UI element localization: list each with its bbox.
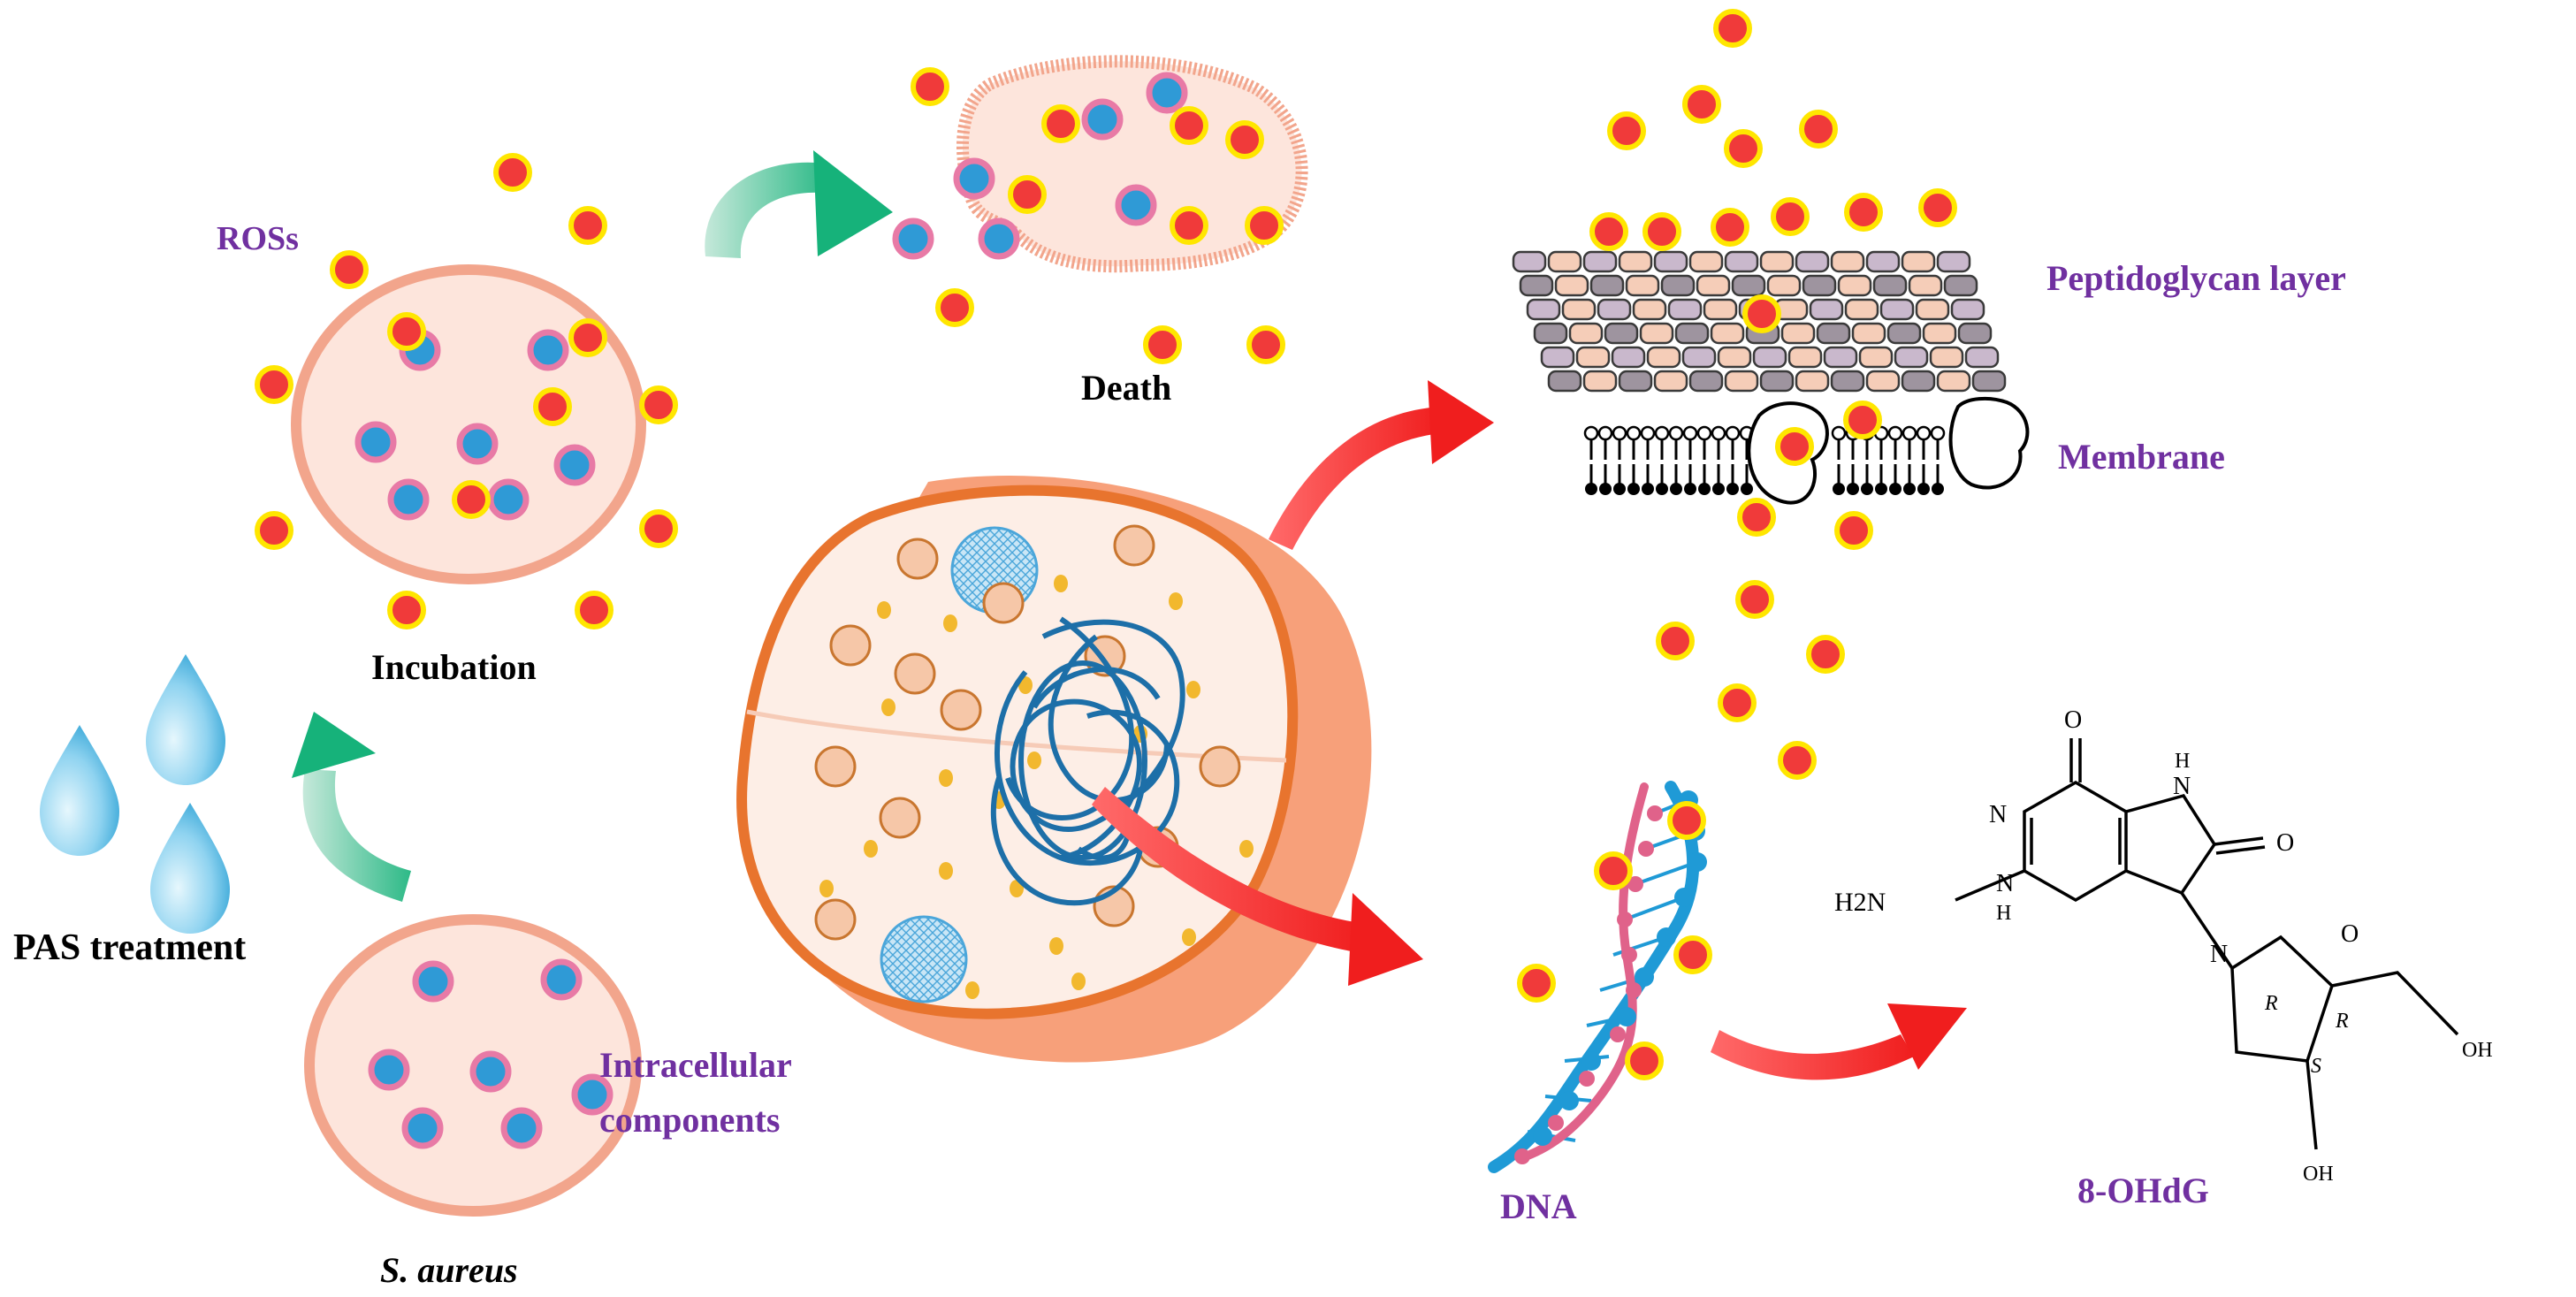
svg-text:N: N: [1996, 870, 2014, 897]
svg-text:H: H: [1996, 902, 2011, 925]
svg-text:N: N: [2210, 941, 2228, 968]
svg-text:OH: OH: [2462, 1039, 2493, 1062]
dna-helix: [1488, 781, 1707, 1173]
label-peptidoglycan: Peptidoglycan layer: [2046, 258, 2346, 298]
red-arrow-to-dna: [1092, 787, 1423, 986]
8-ohdg-structure: [1955, 738, 2459, 1150]
red-arrow-to-8ohdg: [1711, 1003, 1967, 1080]
label-pas-treatment: PAS treatment: [13, 927, 246, 968]
svg-text:S: S: [2311, 1055, 2321, 1078]
ros-particles-membrane: [1589, 9, 1957, 780]
svg-text:O: O: [2064, 706, 2082, 734]
8-ohdg-atom-labels: O N N H H2N N H O N O R R S OH OH: [1834, 706, 2493, 1186]
label-intracellular: Intracellular: [599, 1045, 792, 1085]
dead-cell-components: [892, 72, 1188, 260]
water-drop-icon: [40, 654, 230, 934]
ros-particles-death: [911, 67, 1285, 364]
label-s-aureus: S. aureus: [380, 1250, 518, 1290]
s-aureus-components: [368, 958, 614, 1149]
ros-particles-dna: [1517, 801, 1712, 1080]
large-cell: [736, 476, 1372, 1063]
label-dna: DNA: [1500, 1186, 1577, 1226]
svg-text:O: O: [2341, 920, 2359, 948]
green-arrow-right: [705, 150, 893, 258]
svg-text:H2N: H2N: [1834, 888, 1886, 917]
svg-text:O: O: [2276, 829, 2294, 857]
label-incubation: Incubation: [371, 647, 537, 687]
label-ross: ROSs: [217, 220, 299, 257]
svg-text:R: R: [2335, 1010, 2349, 1033]
label-8ohdg: 8-OHdG: [2077, 1171, 2209, 1210]
label-components: components: [599, 1100, 780, 1140]
svg-text:N: N: [2173, 773, 2191, 800]
peptidoglycan-layer: [1512, 250, 2007, 393]
svg-text:R: R: [2264, 992, 2278, 1015]
svg-text:N: N: [1989, 801, 2007, 828]
ros-particles-incubation: [255, 153, 678, 629]
svg-text:H: H: [2175, 750, 2190, 773]
label-death: Death: [1081, 368, 1171, 408]
green-arrow-upper: [292, 712, 411, 902]
incubation-cell: [291, 264, 646, 584]
red-arrow-to-membrane: [1269, 380, 1494, 550]
svg-text:OH: OH: [2303, 1163, 2334, 1186]
label-membrane: Membrane: [2058, 437, 2225, 477]
